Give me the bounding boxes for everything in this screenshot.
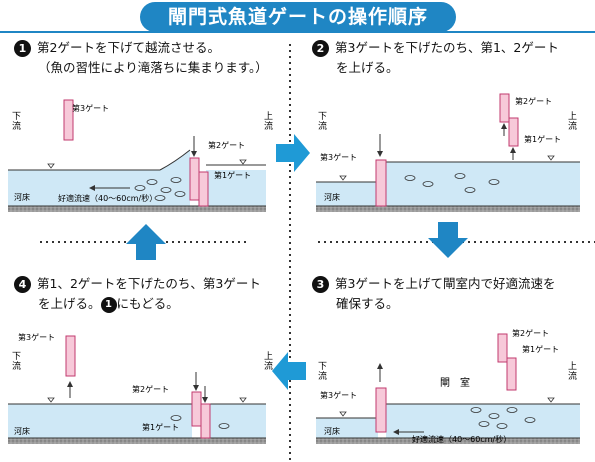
step-3-line1: 第3ゲートを上げて閘室内で好適流速を	[335, 276, 556, 291]
page-title: 閘門式魚道ゲートの操作順序	[167, 6, 428, 28]
arrow-right	[276, 134, 310, 172]
arrow-down	[428, 222, 468, 258]
p3-water-downstream	[316, 418, 378, 438]
p2-gate1	[508, 117, 519, 147]
panel-1-diagram: 第3ゲート 第2ゲート 第1ゲート 河床 好適流速（40〜60cm/秒）	[8, 99, 266, 212]
step-2-line2: を上げる。	[336, 60, 399, 75]
p3-water-mark-down	[339, 411, 347, 417]
title-rule	[0, 31, 595, 33]
p2-gate2	[499, 93, 510, 123]
p4-gate3-label: 第3ゲート	[18, 332, 55, 342]
p4-downstream-label: 下流	[12, 352, 22, 372]
p4-water-mark-up	[239, 397, 247, 403]
p3-gate1-label: 第1ゲート	[522, 344, 559, 354]
p4-gate2-label: 第2ゲート	[132, 384, 169, 394]
p4-riverbed-label: 河床	[14, 426, 30, 436]
p2-downstream-label: 下流	[318, 112, 328, 132]
p4-water-upstream	[206, 404, 266, 438]
p3-upstream-label: 上流	[568, 362, 578, 382]
p1-gate1	[198, 171, 209, 207]
p2-fish-group	[404, 173, 500, 193]
p4-gate3	[65, 335, 76, 377]
panel-2-diagram: 第3ゲート 第2ゲート 第1ゲート 河床	[316, 93, 580, 212]
step-4-number: 4	[14, 276, 31, 293]
p1-gate1-label: 第1ゲート	[214, 170, 251, 180]
p1-water-mark-up	[239, 159, 247, 165]
p3-gate2	[497, 333, 508, 363]
p3-fish-group	[470, 407, 536, 429]
p1-downstream-label: 下流	[12, 112, 22, 132]
p2-riverbed	[316, 206, 580, 212]
p3-chamber-label: 閘 室	[440, 376, 470, 389]
p3-water-mark-up	[547, 397, 555, 403]
p3-riverbed-label: 河床	[324, 426, 340, 436]
step-3-number: 3	[312, 276, 329, 293]
p1-water-downstream	[8, 150, 190, 206]
p2-gate1-label: 第1ゲート	[524, 134, 561, 144]
p2-riverbed-label: 河床	[324, 192, 340, 202]
p1-gate2	[189, 157, 200, 201]
p1-riverbed-label: 河床	[14, 192, 30, 202]
p2-upstream-label: 上流	[568, 112, 578, 132]
step-2-line1: 第3ゲートを下げたのち、第1、2ゲート	[335, 40, 559, 55]
p2-gate2-label: 第2ゲート	[515, 96, 552, 106]
p2-gate3-label: 第3ゲート	[320, 152, 357, 162]
p4-gate1-label: 第1ゲート	[142, 422, 179, 432]
p1-water-mark-down	[47, 163, 55, 169]
step-3-text: 3 第3ゲートを上げて閘室内で好適流速を 確保する。	[312, 274, 555, 314]
p1-upstream-label: 上流	[264, 112, 274, 132]
step-1-number: 1	[14, 40, 31, 57]
arrow-left	[272, 352, 306, 390]
p3-gate2-label: 第2ゲート	[512, 328, 549, 338]
p1-riverbed	[8, 206, 266, 212]
step-1-text: 1 第2ゲートを下げて越流させる。 （魚の習性により滝落ちに集まります。）	[14, 38, 268, 78]
p2-water-upstream	[386, 162, 580, 206]
arrow-up	[126, 224, 166, 260]
p3-gate3-label: 第3ゲート	[320, 390, 357, 400]
p3-gate3	[375, 387, 387, 433]
p1-gate3	[63, 99, 74, 141]
p2-water-mark-down	[339, 175, 347, 181]
step-2-number: 2	[312, 40, 329, 57]
p1-water-upstream	[206, 170, 266, 206]
step-4-line2b: にもどる。	[116, 296, 179, 311]
title-banner: 閘門式魚道ゲートの操作順序	[140, 2, 456, 32]
step-3-line2: 確保する。	[336, 296, 399, 311]
p3-flow-label: 好適流速（40〜60cm/秒）	[412, 434, 511, 444]
p2-water-mark-up	[547, 155, 555, 161]
p4-fish-group	[170, 415, 230, 429]
p2-water-downstream	[316, 182, 378, 206]
p4-riverbed	[8, 438, 266, 444]
p1-fish-group	[134, 177, 186, 201]
p2-gate3	[375, 159, 387, 207]
p4-water-mark-down	[47, 397, 55, 403]
p4-gate1	[200, 403, 211, 439]
p3-water-upstream	[386, 404, 580, 438]
p4-water-downstream	[8, 404, 192, 438]
step-1-line2: （魚の習性により滝落ちに集まります。）	[38, 60, 268, 75]
p3-riverbed	[316, 438, 580, 444]
panel-4-diagram: 第3ゲート 第2ゲート 第1ゲート 河床	[8, 332, 266, 444]
p4-gate2	[191, 391, 202, 427]
step-4-ref-number: 1	[100, 296, 117, 313]
step-1-line1: 第2ゲートを下げて越流させる。	[37, 40, 220, 55]
p1-gate3-label: 第3ゲート	[72, 103, 109, 113]
p1-overflow-curve	[159, 149, 191, 171]
step-4-line1: 第1、2ゲートを下げたのち、第3ゲート	[37, 276, 261, 291]
panel-3-diagram: 第3ゲート 第2ゲート 第1ゲート 閘 室 河床 好適流速（40〜60cm/秒）	[316, 328, 580, 444]
step-4-line2a: を上げる。	[38, 296, 101, 311]
step-2-text: 2 第3ゲートを下げたのち、第1、2ゲート を上げる。	[312, 38, 559, 78]
p3-gate1	[506, 357, 517, 391]
p3-downstream-label: 下流	[318, 362, 328, 382]
p1-flow-label: 好適流速（40〜60cm/秒）	[58, 193, 157, 203]
p4-upstream-label: 上流	[264, 352, 274, 372]
p1-gate2-label: 第2ゲート	[208, 140, 245, 150]
